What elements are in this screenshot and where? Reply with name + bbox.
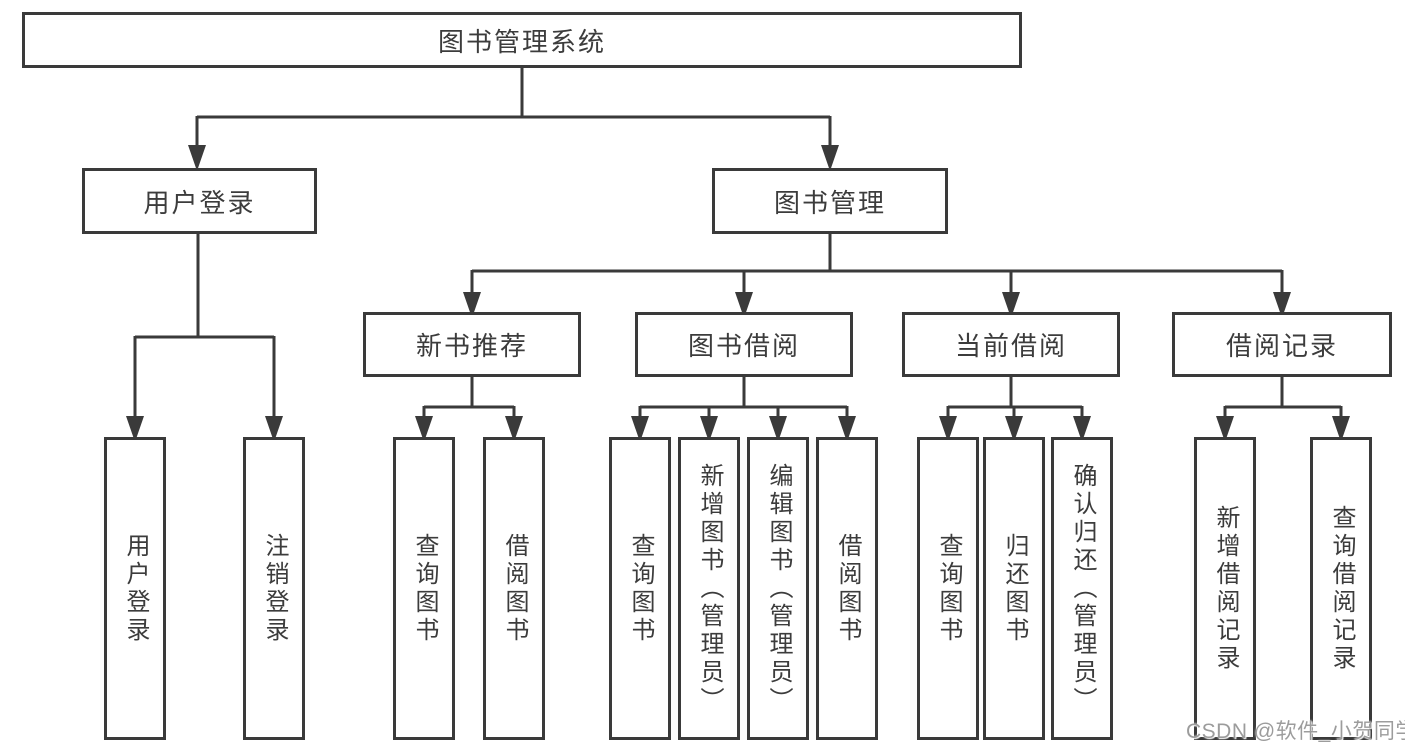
arrowhead — [939, 416, 957, 442]
arrowhead — [1073, 416, 1091, 442]
connector-records-group — [1216, 377, 1350, 442]
connector-management-to-sections — [463, 234, 1291, 318]
leaf-recommend-borrow-books: 借阅图书 — [483, 437, 545, 740]
arrowhead — [1273, 292, 1291, 318]
node-current-borrowing: 当前借阅 — [902, 312, 1120, 377]
leaf-current-return-books: 归还图书 — [983, 437, 1045, 740]
node-borrowing-records: 借阅记录 — [1172, 312, 1392, 377]
connector-recommend-group — [415, 377, 523, 442]
leaf-current-query-books: 查询图书 — [917, 437, 979, 740]
node-new-book-recommend: 新书推荐 — [363, 312, 581, 377]
arrowhead — [821, 145, 839, 171]
leaf-logout: 注销登录 — [243, 437, 305, 740]
node-user-login: 用户登录 — [82, 168, 317, 234]
arrowhead — [1002, 292, 1020, 318]
leaf-borrow-query-books: 查询图书 — [609, 437, 671, 740]
leaf-borrow-edit-books-admin: 编辑图书（管理员） — [747, 437, 809, 740]
leaf-current-confirm-return-admin: 确认归还（管理员） — [1051, 437, 1113, 740]
arrowhead — [415, 416, 433, 442]
arrowhead — [631, 416, 649, 442]
arrowhead — [188, 145, 206, 171]
arrowhead — [1005, 416, 1023, 442]
connector-auth-group — [126, 234, 283, 442]
arrowhead — [505, 416, 523, 442]
leaf-borrow-borrow-books: 借阅图书 — [816, 437, 878, 740]
leaf-user-login: 用户登录 — [104, 437, 166, 740]
leaf-records-query-record: 查询借阅记录 — [1310, 437, 1372, 740]
arrowhead — [265, 416, 283, 442]
leaf-records-add-record: 新增借阅记录 — [1194, 437, 1256, 740]
arrowhead — [838, 416, 856, 442]
arrowhead — [1216, 416, 1234, 442]
csdn-watermark: CSDN @软件_小贺同学 — [1186, 720, 1405, 743]
leaf-borrow-add-books-admin: 新增图书（管理员） — [678, 437, 740, 740]
connector-root-to-branches — [188, 68, 839, 171]
connector-current-group — [939, 377, 1091, 442]
connector-borrow-group — [631, 377, 856, 442]
arrowhead — [700, 416, 718, 442]
leaf-recommend-query-books: 查询图书 — [393, 437, 455, 740]
node-book-borrowing: 图书借阅 — [635, 312, 853, 377]
arrowhead — [735, 292, 753, 318]
arrowhead — [126, 416, 144, 442]
node-root-library-system: 图书管理系统 — [22, 12, 1022, 68]
arrowhead — [769, 416, 787, 442]
node-book-management: 图书管理 — [712, 168, 948, 234]
arrowhead — [1332, 416, 1350, 442]
arrowhead — [463, 292, 481, 318]
